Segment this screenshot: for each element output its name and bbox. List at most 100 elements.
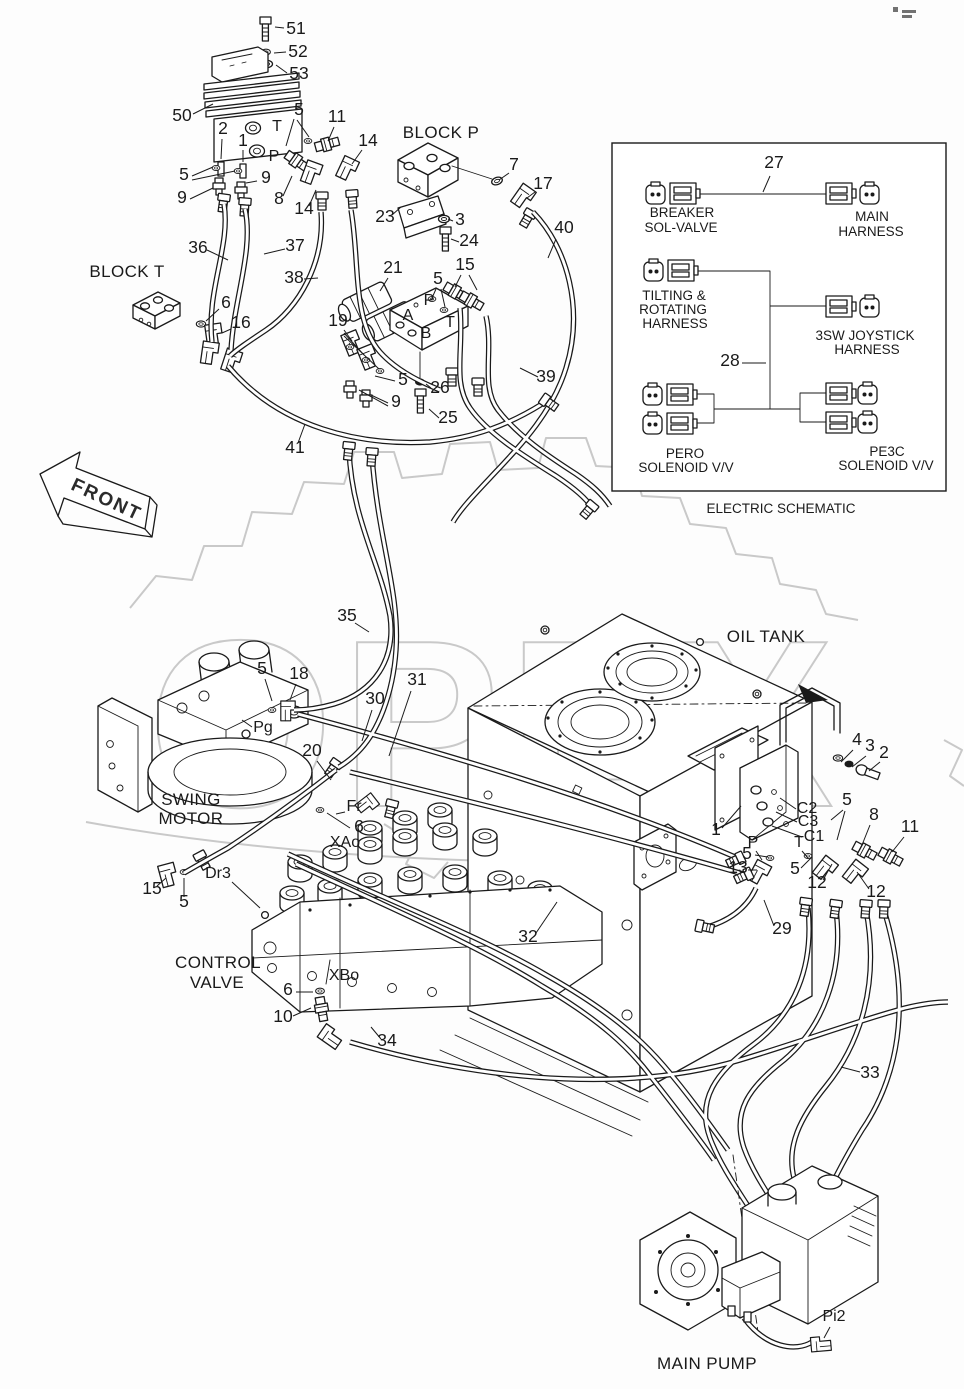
port-label-leader [801, 850, 809, 859]
callout-16: 16 [231, 312, 250, 332]
hose-p2-core [738, 909, 840, 1227]
callout-leader [292, 1007, 312, 1017]
callout-13: 13 [728, 857, 747, 877]
port-label-p: P [748, 834, 759, 851]
callout-leader [245, 180, 258, 184]
accumulator-assembly [203, 16, 361, 218]
callout-leader [431, 288, 437, 299]
schematic-label-harness: HARNESS [838, 224, 903, 239]
port-label-p: P [269, 148, 280, 165]
bolt-2-icon [855, 764, 881, 781]
callout-leader [526, 191, 536, 199]
callout-leader [868, 761, 881, 772]
callout-36: 36 [188, 237, 207, 257]
connector-icon [857, 381, 878, 405]
fitting-11-icon [876, 844, 905, 869]
schematic-label-solenoid-v-v: SOLENOID V/V [838, 458, 933, 473]
callout-53: 53 [289, 63, 308, 83]
washer-3-icon [437, 214, 451, 224]
schematic-label-tilting-: TILTING & [642, 288, 706, 303]
callout-2: 2 [879, 742, 889, 762]
port-label-leader [775, 811, 798, 823]
schematic-label-pe3c: PE3C [869, 444, 905, 459]
hose-31-core [297, 712, 743, 862]
callout-leader [468, 274, 478, 291]
callout-19: 19 [328, 310, 347, 330]
callout-leader [351, 149, 363, 165]
callout-leader [275, 64, 288, 74]
direction-arrow-icon [798, 684, 828, 703]
callout-50: 50 [172, 105, 192, 125]
callout-12: 12 [866, 881, 885, 901]
callout-leader [861, 824, 871, 846]
callout-5: 5 [257, 658, 267, 678]
block-p-manifold [397, 142, 538, 252]
area-label-motor: MOTOR [159, 809, 224, 828]
callout-leader [840, 1066, 861, 1073]
schematic-label-solenoid-v-v: SOLENOID V/V [638, 460, 733, 475]
callout-leader [836, 810, 846, 841]
callout-leader [285, 118, 295, 147]
callout-14: 14 [358, 130, 378, 150]
callout-leader [440, 288, 446, 308]
callout-15: 15 [455, 254, 474, 274]
callout-leader [192, 103, 214, 115]
callout-29: 29 [772, 918, 791, 938]
area-label-swing: SWING [161, 790, 221, 809]
area-label-main-pump: MAIN PUMP [657, 1354, 757, 1373]
callout-12: 12 [807, 872, 826, 892]
callout-11: 11 [328, 106, 346, 126]
callout-5: 5 [179, 891, 189, 911]
callout-leader [297, 423, 306, 444]
hose-pi2 [741, 1316, 814, 1350]
callout-32: 32 [518, 926, 537, 946]
callout-9: 9 [261, 167, 271, 187]
callout-18: 18 [289, 663, 308, 683]
callout-leader [447, 218, 454, 222]
port-label-leader [231, 881, 261, 909]
hose-35b-core [338, 455, 398, 769]
hose-15a-core [458, 307, 596, 511]
callout-3: 3 [865, 735, 875, 755]
connector-icon [825, 295, 857, 318]
hose-30-core [349, 770, 751, 878]
schematic-label-pero: PERO [666, 446, 704, 461]
port-label-b: B [421, 325, 432, 342]
schematic-label-electric-schematic: ELECTRIC SCHEMATIC [706, 501, 855, 516]
corner-mark [893, 7, 916, 18]
callout-leader [370, 1026, 382, 1040]
callout-41: 41 [285, 437, 304, 457]
callout-27: 27 [764, 152, 783, 172]
callout-7: 7 [509, 154, 519, 174]
callout-leader [316, 760, 332, 781]
port-label-t: T [794, 834, 804, 851]
connector-icon [666, 412, 698, 435]
callout-leader [282, 175, 293, 197]
flange-bolts [546, 690, 654, 754]
port-label-leader [823, 1326, 831, 1339]
callout-leader [273, 51, 287, 54]
callout-leader [391, 206, 402, 216]
callout-leader [221, 328, 232, 334]
connector-icon [642, 411, 663, 435]
hose-pi2-core [742, 1317, 813, 1349]
schematic-label-breaker: BREAKER [650, 205, 715, 220]
callout-leader [264, 678, 273, 702]
callout-6: 6 [354, 816, 364, 836]
callout-leader [374, 375, 396, 382]
connector-icon [857, 410, 878, 434]
area-label-block-p: BLOCK P [403, 123, 480, 142]
callout-37: 37 [285, 235, 304, 255]
fitting-34-elbow-icon [316, 1023, 346, 1051]
callout-1: 1 [238, 130, 248, 150]
callout-leader [763, 899, 775, 927]
callout-33: 33 [860, 1062, 879, 1082]
hydraulic-hoses [182, 203, 949, 1350]
callout-31: 31 [407, 669, 426, 689]
port-label-dr3: Dr3 [205, 865, 231, 882]
oring-4-icon [832, 754, 844, 762]
callout-2: 2 [218, 118, 228, 138]
connector-icon [642, 382, 663, 406]
callout-3: 3 [455, 209, 465, 229]
callout-8: 8 [274, 188, 284, 208]
